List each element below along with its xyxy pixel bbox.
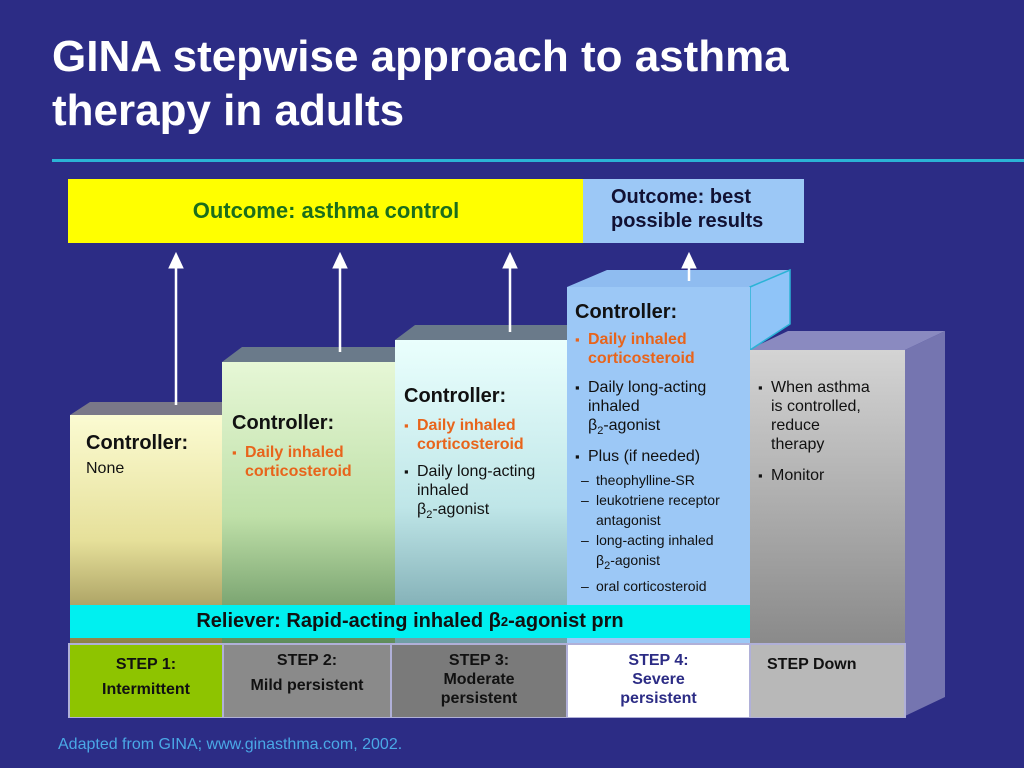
outcome-best-line-1: Outcome: best <box>611 186 752 208</box>
step4-top-face <box>567 270 790 287</box>
step3-bullet1-line1: Daily inhaled <box>417 417 516 434</box>
title-line-1: GINA stepwise approach to asthma <box>52 32 789 81</box>
step4-sub2-line1: leukotriene receptor <box>596 492 720 509</box>
step4-bullet2-line2: inhaled <box>588 398 640 415</box>
outcome-best-line-2: possible results <box>611 210 764 232</box>
up-arrows <box>168 251 697 405</box>
slide-title: GINA stepwise approach to asthma therapy… <box>52 30 992 138</box>
step5-side-face <box>905 331 945 716</box>
beta-subscript: 2 <box>426 509 433 522</box>
step3-bullet-long-acting: Daily long-acting inhaled β2-agonist <box>404 462 566 525</box>
step1-controller-label: Controller: <box>86 432 189 454</box>
beta-symbol: β <box>417 501 427 518</box>
step3-label: STEP 3: Moderate persistent <box>392 645 566 717</box>
step4-sub2-line2: antagonist <box>596 512 661 529</box>
beta-subscript: 2 <box>597 425 604 438</box>
outcome-asthma-control-box: Outcome: asthma control <box>68 179 584 243</box>
step4-sub-leukotriene: leukotriene receptor antagonist <box>581 490 750 530</box>
step5-top-face <box>748 331 945 350</box>
step2-label-line2: Mild persistent <box>250 677 364 694</box>
step4-bullet-plus-if-needed: Plus (if needed) <box>575 447 750 466</box>
step4-bullet2-line3: β2-agonist <box>588 416 750 441</box>
step-down-line3: reduce <box>771 417 820 434</box>
step4-bullet-inhaled-corticosteroid: Daily inhaled corticosteroid <box>575 330 750 368</box>
step-down-label: STEP Down <box>751 645 904 717</box>
step-down-content: When asthma is controlled, reduce therap… <box>758 378 898 485</box>
step1-label: STEP 1: Intermittent <box>70 645 222 717</box>
step3-top-face <box>395 325 587 340</box>
beta-symbol: β <box>588 417 598 434</box>
step1-label-line1: STEP 1: <box>115 656 177 673</box>
step2-top-face <box>222 347 415 362</box>
outcome-asthma-control-text: Outcome: asthma control <box>192 198 460 223</box>
step3-controller: Controller: Daily inhaled corticosteroid… <box>404 385 566 525</box>
step4-sub-oral-corticosteroid: oral corticosteroid <box>581 576 750 596</box>
step2-controller: Controller: Daily inhaled corticosteroid <box>232 412 392 481</box>
step-down-line4: therapy <box>771 436 825 453</box>
step1-controller-text: None <box>86 460 125 477</box>
step2-controller-label: Controller: <box>232 412 335 434</box>
beta-symbol: β <box>596 552 605 569</box>
step2-bullet1-line1: Daily inhaled <box>245 444 344 461</box>
step-down-bullet-reduce: When asthma is controlled, reduce therap… <box>758 378 898 454</box>
step4-label-line2: Severe <box>632 671 685 688</box>
step2-front-face <box>222 362 395 643</box>
step3-bullet1-line2: corticosteroid <box>417 436 524 453</box>
step3-bullet2-line2: inhaled <box>417 482 469 499</box>
agonist-text: -agonist <box>603 417 661 434</box>
step-down-bullet-monitor: Monitor <box>758 466 898 485</box>
step3-bullet2-line3: β2-agonist <box>417 500 566 525</box>
step2-bullet-inhaled-corticosteroid: Daily inhaled corticosteroid <box>232 443 392 481</box>
step4-label: STEP 4: Severe persistent <box>568 645 749 717</box>
step4-sub-long-acting: long-acting inhaled β2-agonist <box>581 530 750 576</box>
step4-bullet1-line1: Daily inhaled <box>588 331 687 348</box>
step1-top-face <box>70 402 242 415</box>
outcome-best-results-box: Outcome: best possible results <box>583 179 804 243</box>
agonist-text: -agonist <box>610 552 660 569</box>
title-line-2: therapy in adults <box>52 86 405 135</box>
footnote: Adapted from GINA; www.ginasthma.com, 20… <box>58 736 403 753</box>
beta-subscript: 2 <box>604 559 611 572</box>
step1-label-line2: Intermittent <box>102 681 190 698</box>
step3-label-line3: persistent <box>440 690 518 707</box>
agonist-text: -agonist <box>432 501 490 518</box>
step4-sub3-line2: β2-agonist <box>596 550 750 576</box>
step-down-line2: is controlled, <box>771 398 861 415</box>
step1-controller: Controller: None <box>86 432 216 478</box>
step2-label: STEP 2: Mild persistent <box>224 645 390 717</box>
step3-controller-label: Controller: <box>404 385 507 407</box>
beta-subscript: 2 <box>500 614 509 629</box>
title-rule <box>52 159 1024 162</box>
step4-controller-label: Controller: <box>575 301 678 323</box>
reliever-suffix: -agonist prn <box>508 610 624 632</box>
step3-bullet-inhaled-corticosteroid: Daily inhaled corticosteroid <box>404 416 566 454</box>
step3-label-line2: Moderate <box>443 671 515 688</box>
step2-bullet1-line2: corticosteroid <box>245 463 352 480</box>
step3-label-line1: STEP 3: <box>448 652 510 669</box>
step4-sub3-line1: long-acting inhaled <box>596 532 714 549</box>
beta-symbol: β <box>488 610 501 632</box>
step4-label-line3: persistent <box>620 690 697 707</box>
step4-sub-theophylline: theophylline-SR <box>581 470 750 490</box>
step3-bullet2-line1: Daily long-acting <box>417 463 536 480</box>
step4-bullet2-line1: Daily long-acting <box>588 379 707 396</box>
step2-label-line1: STEP 2: <box>276 652 338 669</box>
step4-controller: Controller: Daily inhaled corticosteroid… <box>575 301 750 596</box>
step4-bullet-long-acting: Daily long-acting inhaled β2-agonist <box>575 378 750 441</box>
step4-bullet1-line2: corticosteroid <box>588 350 695 367</box>
step4-sub-list: theophylline-SR leukotriene receptor ant… <box>581 470 750 596</box>
reliever-prefix: Reliever: Rapid-acting inhaled <box>196 610 489 632</box>
step4-label-line1: STEP 4: <box>628 652 689 669</box>
step-down-line1: When asthma <box>771 379 870 396</box>
step-down-label-line1: STEP Down <box>767 656 857 673</box>
